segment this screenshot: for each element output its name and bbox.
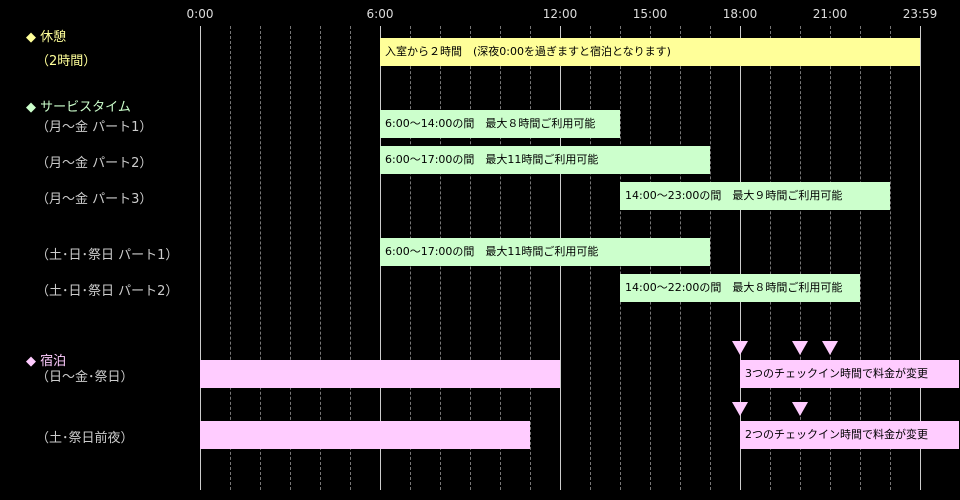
row-label: （月～金 パート2） <box>36 156 153 171</box>
row-label: （月～金 パート1） <box>36 120 153 135</box>
bar-label: 14:00～23:00の間 最大９時間ご利用可能 <box>625 189 843 202</box>
x-tick-label: 23:59 <box>902 7 938 21</box>
x-tick-label: 12:00 <box>542 7 578 21</box>
row-label: （土･祭日前夜） <box>36 431 134 446</box>
grid-line <box>770 26 771 490</box>
grid-line <box>290 26 291 490</box>
grid-line <box>200 26 201 490</box>
checkin-marker <box>792 341 808 355</box>
bar-label: 6:00～17:00の間 最大11時間ご利用可能 <box>385 245 599 258</box>
row-label: （土･日･祭日 パート1） <box>36 248 179 263</box>
timeline-bar <box>200 421 530 449</box>
grid-line <box>710 26 711 490</box>
checkin-marker <box>822 341 838 355</box>
timeline-bar <box>380 238 710 266</box>
checkin-marker <box>792 402 808 416</box>
timeline-bar <box>620 274 860 302</box>
grid-line <box>230 26 231 490</box>
x-tick-label: 18:00 <box>722 7 758 21</box>
category-label: ◆ 休憩 <box>26 30 67 45</box>
x-tick-label: 21:00 <box>812 7 848 21</box>
grid-line <box>260 26 261 490</box>
timeline-bar <box>380 110 620 138</box>
grid-line <box>890 26 891 490</box>
timeline-bar <box>380 146 710 174</box>
checkin-marker <box>732 341 748 355</box>
timeline-bar <box>740 421 959 449</box>
row-label: （2時間） <box>36 54 97 69</box>
grid-line <box>800 26 801 490</box>
bar-label: 6:00～17:00の間 最大11時間ご利用可能 <box>385 153 599 166</box>
bar-label: 入室から２時間 (深夜0:00を過ぎますと宿泊となります) <box>385 45 671 58</box>
x-tick-label: 0:00 <box>186 7 214 21</box>
bar-label: 3つのチェックイン時間で料金が変更 <box>745 367 928 380</box>
category-label: ◆ 宿泊 <box>26 354 67 369</box>
category-label: ◆ サービスタイム <box>26 100 131 115</box>
row-label: （土･日･祭日 パート2） <box>36 284 179 299</box>
row-label: （日～金･祭日） <box>36 370 134 385</box>
bar-label: 14:00～22:00の間 最大８時間ご利用可能 <box>625 281 843 294</box>
timeline-bar <box>380 38 920 66</box>
grid-line <box>740 26 741 490</box>
grid-line <box>350 26 351 490</box>
timeline-bar <box>740 360 959 388</box>
grid-line <box>320 26 321 490</box>
row-label: （月～金 パート3） <box>36 192 153 207</box>
bar-label: 2つのチェックイン時間で料金が変更 <box>745 428 928 441</box>
x-tick-label: 15:00 <box>632 7 668 21</box>
grid-line <box>920 26 921 490</box>
bar-label: 6:00～14:00の間 最大８時間ご利用可能 <box>385 117 596 130</box>
grid-line <box>830 26 831 490</box>
checkin-marker <box>732 402 748 416</box>
timeline-bar <box>200 360 560 388</box>
timeline-bar <box>620 182 890 210</box>
grid-line <box>860 26 861 490</box>
x-tick-label: 6:00 <box>366 7 394 21</box>
